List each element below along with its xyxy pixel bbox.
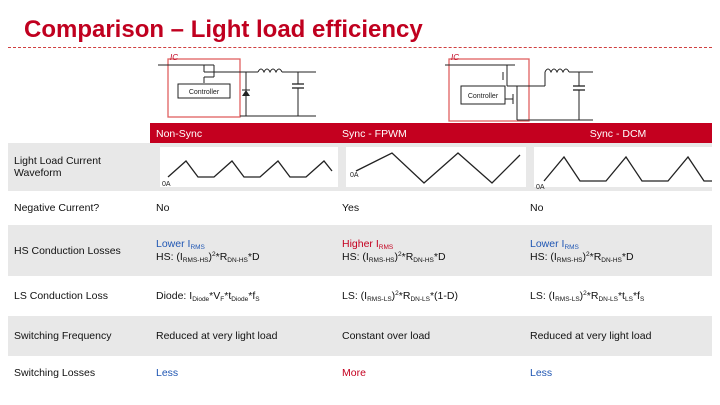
table-row-hs-conduction: HS Conduction Losses Lower IRMS HS: (IRM… xyxy=(8,225,712,276)
cell-value: Constant over load xyxy=(336,316,524,356)
row-label-switching-losses: Switching Losses xyxy=(8,356,150,390)
schematic-sync: IC Controller xyxy=(445,50,595,124)
table-row-switching-frequency: Switching Frequency Reduced at very ligh… xyxy=(8,316,712,356)
row-label-hs-conduction: HS Conduction Losses xyxy=(8,225,150,276)
table-row-waveform: Light Load Current Waveform 0A 0A 0A xyxy=(8,143,714,191)
hs-cell-sync-dcm: Lower IRMS HS: (IRMS-HS)2*RDN-HS*D xyxy=(524,225,712,276)
ic-label-left: IC xyxy=(170,53,178,62)
controller-label-left: Controller xyxy=(189,89,220,96)
title-divider xyxy=(8,47,712,48)
hs-lower-irms: Lower I xyxy=(156,237,191,250)
cell-value: Yes xyxy=(336,191,524,225)
table-row-negative-current: Negative Current? No Yes No xyxy=(8,191,712,225)
controller-label-right: Controller xyxy=(468,93,499,100)
waveform-sync-fpwm: 0A xyxy=(336,143,526,191)
row-label-waveform: Light Load Current Waveform xyxy=(8,143,150,191)
cell-value: Reduced at very light load xyxy=(524,316,712,356)
cell-value: More xyxy=(336,356,524,390)
hs-cell-sync-fpwm: Higher IRMS HS: (IRMS-HS)2*RDN-HS*D xyxy=(336,225,524,276)
ic-label-right: IC xyxy=(451,53,459,62)
hs-higher-irms: Higher I xyxy=(342,237,379,250)
column-header-sync-fpwm: Sync - FPWM xyxy=(336,123,524,143)
row-label-negative-current: Negative Current? xyxy=(8,191,150,225)
column-header-non-sync: Non-Sync xyxy=(150,123,336,143)
cell-value: No xyxy=(524,191,712,225)
hs-cell-non-sync: Lower IRMS HS: (IRMS-HS)2*RDN-HS*D xyxy=(150,225,336,276)
hs-lower-irms: Lower I xyxy=(530,237,565,250)
row-label-switching-frequency: Switching Frequency xyxy=(8,316,150,356)
waveform-sync-dcm: 0A xyxy=(524,143,714,191)
cell-value: No xyxy=(150,191,336,225)
ls-cell-sync-fpwm: LS: (IRMS-LS)2*RDN-LS*(1-D) xyxy=(336,276,524,316)
schematic-non-sync: IC Controller xyxy=(158,50,318,120)
cell-value: Less xyxy=(524,356,712,390)
ls-cell-non-sync: Diode: IDiode*VF*tDiode*fS xyxy=(150,276,336,316)
slide-title: Comparison – Light load efficiency xyxy=(24,16,423,43)
zero-label-non-sync: 0A xyxy=(162,181,171,188)
zero-label-sync-fpwm: 0A xyxy=(350,172,359,179)
table-row-ls-conduction: LS Conduction Loss Diode: IDiode*VF*tDio… xyxy=(8,276,712,316)
row-label-ls-conduction: LS Conduction Loss xyxy=(8,276,150,316)
table-header-row: Non-Sync Sync - FPWM Sync - DCM xyxy=(8,123,712,143)
table-row-switching-losses: Switching Losses Less More Less xyxy=(8,356,712,390)
comparison-table: Non-Sync Sync - FPWM Sync - DCM Light Lo… xyxy=(8,123,714,390)
cell-value: Reduced at very light load xyxy=(150,316,336,356)
waveform-non-sync: 0A xyxy=(150,143,338,191)
zero-label-sync-dcm: 0A xyxy=(536,184,545,191)
column-header-sync-dcm: Sync - DCM xyxy=(524,123,712,143)
ls-cell-sync-dcm: LS: (IRMS-LS)2*RDN-LS*tLS*fS xyxy=(524,276,712,316)
cell-value: Less xyxy=(150,356,336,390)
header-corner xyxy=(8,123,150,143)
